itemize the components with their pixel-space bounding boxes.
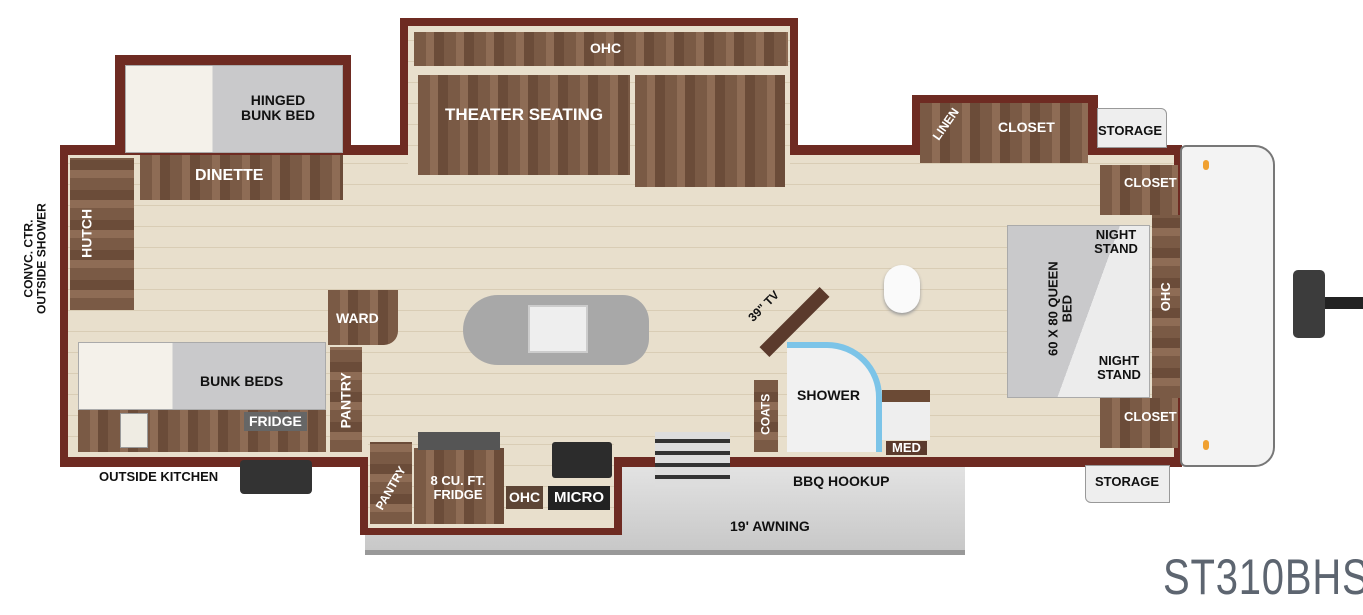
storage-bottom bbox=[1085, 465, 1170, 503]
model-number: ST310BHS bbox=[1163, 549, 1363, 605]
fridge-8cuft-label: 8 CU. FT. FRIDGE bbox=[430, 473, 486, 502]
wardrobe bbox=[328, 290, 398, 345]
pantry-left-label: PANTRY bbox=[337, 372, 354, 429]
outside-sink bbox=[120, 413, 148, 448]
theater-seating-label: THEATER SEATING bbox=[445, 105, 604, 124]
hinged-bunk-bed bbox=[125, 65, 343, 153]
convc-ctr-label: CONVC. CTR. OUTSIDE SHOWER bbox=[21, 203, 48, 314]
hinged-bunk-bed-label: HINGED BUNK BED bbox=[241, 92, 315, 123]
queen-bed bbox=[1007, 225, 1150, 398]
closet-top-label: CLOSET bbox=[1124, 175, 1177, 190]
bath-sink bbox=[882, 390, 930, 440]
closet-slide bbox=[920, 103, 1088, 163]
pantry-kitchen bbox=[370, 442, 412, 524]
ward-label: WARD bbox=[336, 310, 379, 326]
coats-closet bbox=[754, 380, 778, 452]
shower bbox=[787, 342, 882, 452]
ohc-bedroom bbox=[1152, 215, 1180, 398]
fridge-8cuft bbox=[414, 448, 504, 524]
awning-label: 19' AWNING bbox=[730, 518, 810, 534]
med-label: MED bbox=[886, 441, 927, 455]
micro-label: MICRO bbox=[548, 486, 610, 510]
fridge-top bbox=[418, 432, 500, 450]
outside-cooktop bbox=[240, 460, 312, 494]
ohc-kitchen-label: OHC bbox=[506, 486, 544, 509]
recliner-chairs bbox=[635, 75, 785, 187]
ohc-bedroom-label: OHC bbox=[1158, 282, 1174, 312]
closet-bottom bbox=[1100, 398, 1178, 448]
night-stand-bottom-label: NIGHT STAND bbox=[1097, 353, 1141, 382]
closet-top bbox=[1100, 165, 1178, 215]
dinette-label: DINETTE bbox=[195, 167, 264, 184]
bbq-hookup-label: BBQ HOOKUP bbox=[793, 473, 890, 489]
stove bbox=[552, 442, 612, 478]
ohc-top-label: OHC bbox=[590, 40, 622, 56]
hutch-label: HUTCH bbox=[78, 208, 95, 258]
theater-seating bbox=[418, 75, 630, 175]
storage-top-label: STORAGE bbox=[1098, 123, 1163, 138]
shower-label: SHOWER bbox=[797, 387, 860, 403]
dinette bbox=[140, 155, 343, 200]
entry-steps bbox=[655, 432, 730, 487]
coats-label: COATS bbox=[758, 393, 773, 435]
outside-kitchen-label: OUTSIDE KITCHEN bbox=[99, 469, 219, 484]
storage-bottom-label: STORAGE bbox=[1095, 474, 1160, 489]
closet-slide-label: CLOSET bbox=[998, 119, 1055, 135]
kitchen-sink bbox=[528, 305, 588, 353]
bunk-beds bbox=[78, 342, 326, 410]
pantry-left bbox=[330, 347, 362, 452]
queen-bed-label: 60 X 80 QUEEN BED bbox=[1045, 261, 1074, 356]
toilet bbox=[884, 265, 920, 313]
night-stand-top-label: NIGHT STAND bbox=[1094, 227, 1138, 256]
storage-top bbox=[1097, 108, 1167, 148]
outside-fridge-label: FRIDGE bbox=[244, 412, 307, 431]
closet-bottom-label: CLOSET bbox=[1124, 409, 1177, 424]
front-light-top bbox=[1203, 160, 1209, 170]
hitch-jack bbox=[1293, 270, 1325, 338]
hutch bbox=[70, 158, 134, 310]
front-light-bottom bbox=[1203, 440, 1209, 450]
ohc-top bbox=[414, 32, 788, 66]
front-cap bbox=[1180, 145, 1275, 467]
bunk-beds-label: BUNK BEDS bbox=[200, 373, 284, 389]
hitch-coupler bbox=[1325, 297, 1363, 309]
